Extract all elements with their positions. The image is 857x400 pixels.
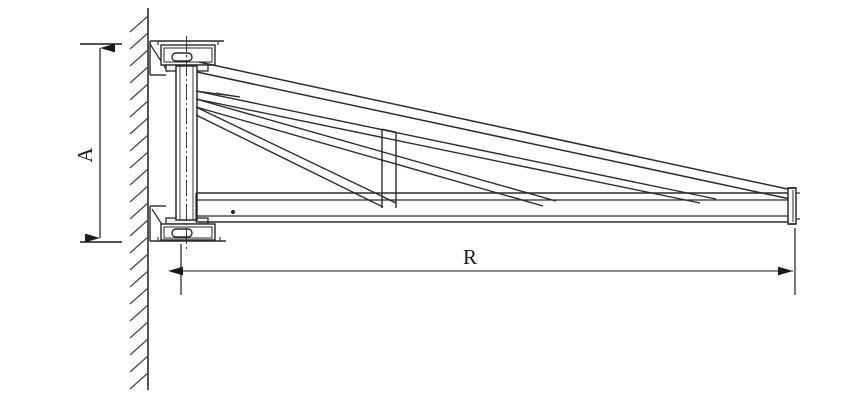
wall (129, 8, 149, 390)
mast-height-dimension: A (73, 43, 122, 243)
top-wall-bracket (149, 40, 224, 76)
dimension-label-r: R (463, 245, 477, 269)
truss-diagonal-short-b (195, 114, 384, 208)
boom-bottom-beam (195, 192, 795, 223)
beam-marker-dot (230, 209, 236, 215)
dimension-label-a: A (73, 147, 97, 163)
boom-reach-dimension: R (168, 228, 796, 295)
vertical-mast (175, 36, 198, 252)
boom-top-chord-lower (196, 71, 791, 200)
boom-top-chord-upper (198, 61, 793, 191)
truss-diagonal-long-a (195, 90, 717, 200)
boom-truss (195, 61, 793, 208)
truss-diagonal-long-b (195, 98, 701, 204)
boom-end-cap (787, 187, 800, 225)
truss-diagonal-mid-a (195, 98, 557, 202)
wall-hatching (129, 15, 149, 390)
truss-diagonal-short-a (195, 106, 397, 204)
truss-diagonal-mid-b (195, 106, 544, 207)
